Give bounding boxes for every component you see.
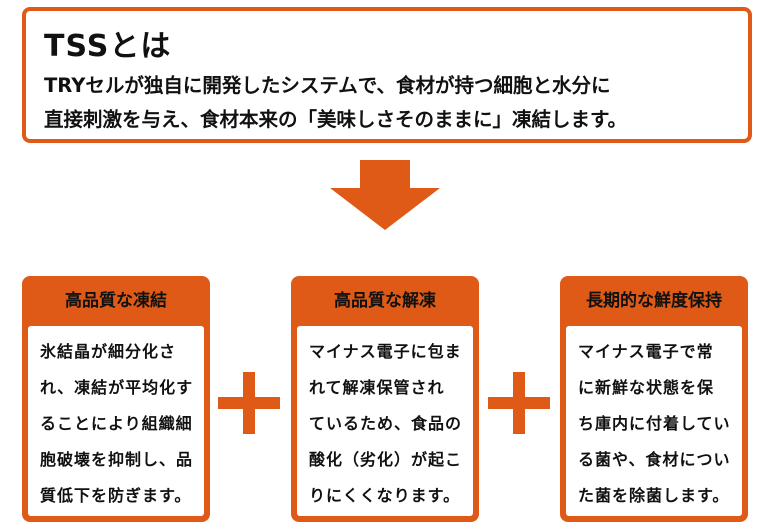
plus-icon (218, 372, 280, 434)
card-title: 高品質な凍結 (65, 291, 167, 311)
card-line: る菌や、食材につい (578, 450, 731, 469)
card-line: た菌を除菌します。 (578, 486, 730, 505)
card-line: 質低下を防ぎます。 (40, 486, 192, 505)
card-title: 高品質な解凍 (334, 291, 436, 311)
card-freezing: 高品質な凍結 氷結晶が細分化さ れ、凍結が平均化す ることにより組織細 胞破壊を… (22, 276, 210, 522)
card-body: マイナス電子に包ま れて解凍保管され ているため、食品の 酸化（劣化）が起こ り… (297, 326, 473, 516)
card-title: 長期的な鮮度保持 (586, 291, 722, 311)
card-line: りにくくなります。 (309, 486, 461, 505)
card-line: ることにより組織細 (40, 414, 193, 433)
plus-icon (488, 372, 550, 434)
intro-line: 直接刺激を与え、食材本来の「美味しさそのままに」凍結します。 (44, 108, 628, 131)
card-line: れ、凍結が平均化す (40, 378, 194, 397)
card-line: に新鮮な状態を保 (578, 378, 715, 397)
card-line: れて解凍保管され (309, 378, 445, 397)
intro-line: TRYセルが独自に開発したシステムで、食材が持つ細胞と水分に (44, 74, 611, 97)
card-line: 氷結晶が細分化さ (40, 342, 177, 361)
intro-description: TRYセルが独自に開発したシステムで、食材が持つ細胞と水分に 直接刺激を与え、食… (44, 69, 627, 137)
intro-title: TSSとは (44, 29, 172, 64)
tss-intro-box: TSSとは TRYセルが独自に開発したシステムで、食材が持つ細胞と水分に 直接刺… (22, 7, 752, 143)
card-line: マイナス電子に包ま (309, 342, 462, 361)
card-line: ち庫内に付着してい (578, 414, 731, 433)
down-arrow-icon (330, 160, 440, 230)
card-body: 氷結晶が細分化さ れ、凍結が平均化す ることにより組織細 胞破壊を抑制し、品 質… (28, 326, 204, 516)
card-line: ているため、食品の (309, 414, 463, 433)
card-body: マイナス電子で常 に新鮮な状態を保 ち庫内に付着してい る菌や、食材につい た菌… (566, 326, 742, 516)
card-line: マイナス電子で常 (578, 342, 714, 361)
card-freshness: 長期的な鮮度保持 マイナス電子で常 に新鮮な状態を保 ち庫内に付着してい る菌や… (560, 276, 748, 522)
card-line: 胞破壊を抑制し、品 (40, 450, 194, 469)
card-thawing: 高品質な解凍 マイナス電子に包ま れて解凍保管され ているため、食品の 酸化（劣… (291, 276, 479, 522)
card-line: 酸化（劣化）が起こ (309, 450, 463, 469)
